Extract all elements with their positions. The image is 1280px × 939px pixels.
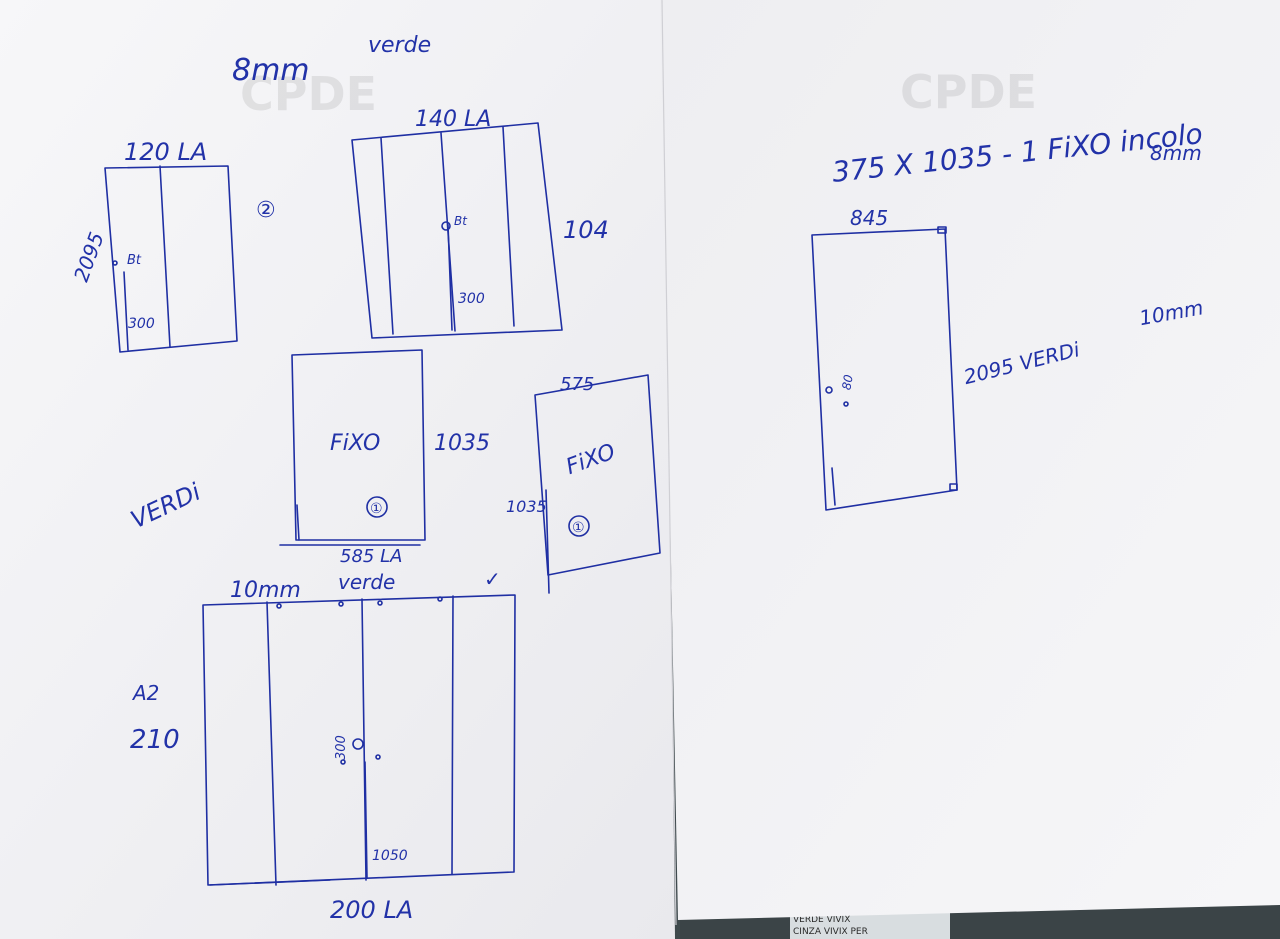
panel-c: FiXO 1035 585 LA ① xyxy=(279,349,490,567)
panel-f-width: 845 xyxy=(850,206,888,230)
panel-a-width: 120 LA xyxy=(124,138,207,166)
sheet-edge xyxy=(661,0,677,926)
right-header-sub: 8mm xyxy=(1150,141,1202,165)
paper-sheet-left xyxy=(0,0,675,939)
panel-f-handle: 80 xyxy=(839,373,856,391)
panel-d-marker: ① xyxy=(572,520,585,536)
svg-text:CPDE: CPDE xyxy=(240,67,377,121)
panel-e: A2 210 300 1050 200 LA xyxy=(130,594,516,924)
bottom-header-check: ✓ xyxy=(484,567,501,591)
header-color: verde xyxy=(368,33,431,58)
panel-c-label: FiXO xyxy=(330,431,380,456)
bottom-header-color: verde xyxy=(338,570,395,594)
panel-a-handle: Bt xyxy=(127,253,142,268)
panel-a-handle-height: 300 xyxy=(128,316,155,332)
panel-b-handle-height: 300 xyxy=(458,291,485,307)
panel-d-height: 1035 xyxy=(506,497,547,516)
show-through-print: CPDE CPDE xyxy=(240,65,1037,121)
panel-b-width: 140 LA xyxy=(415,107,491,132)
panel-e-label-a: A2 xyxy=(131,681,159,705)
panel-e-width: 200 LA xyxy=(330,896,413,924)
panel-b: 140 LA 104 Bt 300 xyxy=(351,107,609,339)
paper-sheet-right xyxy=(660,0,1280,920)
panel-c-marker: ① xyxy=(370,501,383,517)
panel-c-height: 1035 xyxy=(434,431,490,456)
panel-c-width: 585 LA xyxy=(340,546,402,567)
header-thickness: 8mm xyxy=(232,53,310,88)
panel-a-marker: ② xyxy=(256,198,276,223)
panel-e-handle-height: 300 xyxy=(334,735,349,760)
sticker-text-1: VERDE VIVIX xyxy=(793,915,850,925)
panel-b-height: 104 xyxy=(563,216,609,244)
panel-b-handle: Bt xyxy=(454,214,468,228)
panel-e-lower-height: 1050 xyxy=(372,848,408,864)
panel-e-label-b: 210 xyxy=(130,725,180,755)
panel-d-width: 575 xyxy=(560,374,594,395)
sticker-text-2: CINZA VIVIX PER xyxy=(793,927,868,937)
bottom-header-thickness: 10mm xyxy=(230,578,301,603)
svg-text:CPDE: CPDE xyxy=(900,65,1037,119)
